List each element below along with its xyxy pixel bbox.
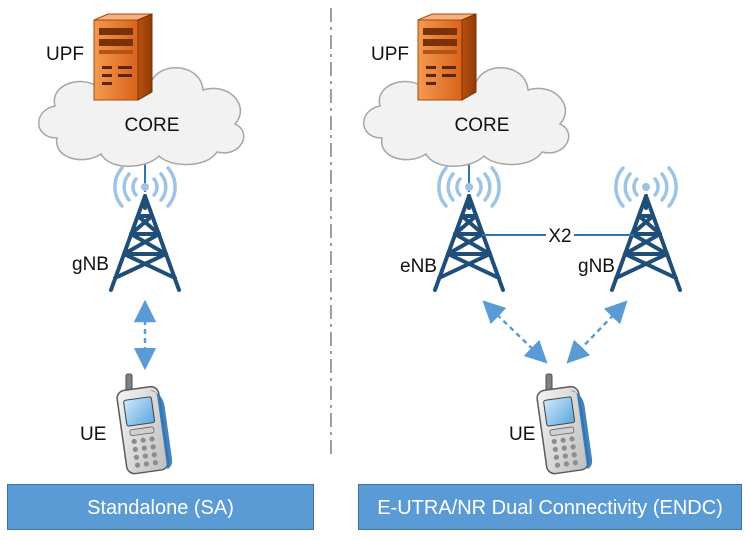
core-label: CORE (125, 115, 180, 136)
mobile-phone-icon (115, 373, 175, 476)
cell-tower-icon (433, 194, 505, 292)
cell-tower-icon (109, 194, 181, 292)
server-icon (93, 13, 153, 101)
core-label: CORE (455, 115, 510, 136)
endc-banner: E-UTRA/NR Dual Connectivity (ENDC) (358, 484, 742, 530)
upf-label: UPF (371, 44, 409, 65)
ue-label: UE (509, 424, 535, 445)
endc-panel: UPF CORE eNB gNB X2 UE (362, 13, 682, 476)
gnb-radio-link-arrow (566, 300, 628, 364)
cell-tower-icon (610, 194, 682, 292)
ue-label: UE (80, 424, 106, 445)
sa-panel: UPF CORE gNB UE (37, 13, 245, 476)
enb-label: eNB (400, 256, 437, 277)
gnb-label: gNB (72, 254, 109, 275)
gnb-label: gNB (578, 256, 615, 277)
server-icon (417, 13, 477, 101)
mobile-phone-icon (535, 373, 595, 476)
enb-radio-link-arrow (482, 300, 548, 364)
upf-label: UPF (46, 44, 84, 65)
x2-label: X2 (548, 226, 571, 247)
standalone-banner: Standalone (SA) (7, 484, 314, 530)
